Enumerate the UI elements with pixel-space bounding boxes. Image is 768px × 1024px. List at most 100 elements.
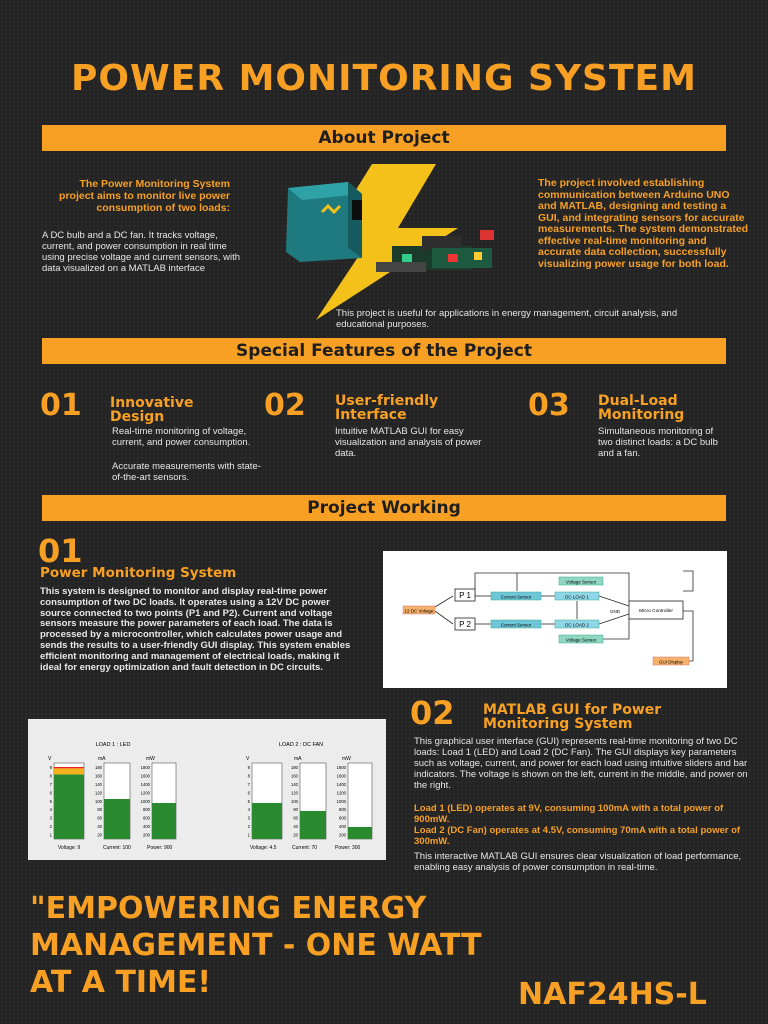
current-sensor-2-label: Current Sensor <box>501 622 532 627</box>
load-1-current-tick: 20 <box>97 833 102 838</box>
section-title-features: Special Features of the Project <box>236 341 532 361</box>
section-bar-working: Project Working <box>42 495 726 521</box>
poster-title: POWER MONITORING SYSTEM <box>71 58 697 99</box>
load-2-current-tick: 180 <box>291 765 299 770</box>
load-2-current-unit: mA <box>294 756 302 762</box>
load-1-voltage-fill-peak <box>54 767 84 769</box>
load-1-current-tick: 80 <box>97 807 102 812</box>
working-2-title: MATLAB GUI for Power Monitoring System <box>483 702 662 732</box>
load-2-current-tick: 120 <box>291 790 299 795</box>
load-1-current-fill <box>104 799 130 839</box>
load-1-power-tick: 1800 <box>141 765 151 770</box>
dc-source-label: 12 DC Voltage <box>404 609 434 614</box>
dc-load-1 <box>554 591 600 601</box>
load-2-power-tick: 400 <box>339 824 347 829</box>
load-1-power-tick: 1000 <box>141 799 151 804</box>
load-1-current-tick: 60 <box>97 816 102 821</box>
load-2-voltage-tick: 8 <box>248 773 251 778</box>
load-1-voltage-unit: V <box>48 756 52 762</box>
load-2-current-tick: 60 <box>293 816 298 821</box>
working-2-number: 02 <box>410 694 455 732</box>
dc-load-2-label: DC LOAD 2 <box>565 622 589 627</box>
dc-load-2 <box>554 619 600 629</box>
load-2-power-fill <box>348 827 372 839</box>
micro-controller-label: Micro Controller <box>639 608 673 614</box>
matlab-gui: LOAD 1 : LED LOAD 2 : DC FAN V987654321m… <box>48 742 373 851</box>
load-1-power-readout: Power: 900 <box>147 845 173 851</box>
block-diagram-panel: P 1 P 2 12 DC Voltage Current Sensor Cur… <box>383 551 727 688</box>
load-1-power-tick: 400 <box>143 824 151 829</box>
load-2-current-tick: 40 <box>293 824 298 829</box>
load-1-power-tick: 1200 <box>141 790 151 795</box>
load-1-power-tick: 1600 <box>141 773 151 778</box>
feature-1-desc: Real-time monitoring of voltage, current… <box>112 426 251 448</box>
feature-1-desc-2: Accurate measurements with state-of-the-… <box>112 461 261 483</box>
working-2-highlight-2: Load 2 (DC Fan) operates at 4.5V, consum… <box>414 825 741 847</box>
load-1-current-tick: 120 <box>95 790 103 795</box>
load-2-current-readout: Current: 70 <box>292 845 317 851</box>
feature-3-desc: Simultaneous monitoring of two distinct … <box>598 426 718 459</box>
load-1-power-tick: 800 <box>143 807 151 812</box>
feature-2-desc: Intuitive MATLAB GUI for easy visualizat… <box>335 426 482 459</box>
load-2-current-tick: 80 <box>293 807 298 812</box>
load-2-power-tick: 800 <box>339 807 347 812</box>
load-2-current-fill <box>300 811 326 839</box>
load-1-power-fill <box>152 803 176 839</box>
load-2-voltage-tick: 4 <box>248 807 251 812</box>
load-2-title: LOAD 2 : DC FAN <box>279 742 323 748</box>
feature-1-number: 01 <box>40 388 82 423</box>
feature-2-title: User-friendly Interface <box>335 393 439 423</box>
load-2-power-readout: Power: 300 <box>335 845 361 851</box>
section-bar-about: About Project <box>42 125 726 151</box>
voltage-sensor-2 <box>558 634 604 644</box>
load-2-voltage-tick: 7 <box>248 782 251 787</box>
current-sensor-1 <box>490 591 542 601</box>
load-2-current-tick: 20 <box>293 833 298 838</box>
p2-node <box>454 617 476 631</box>
feature-2-number: 02 <box>264 388 306 423</box>
voltage-sensor-1-label: Voltage Sensor <box>566 579 597 584</box>
load-2-current-tick: 100 <box>291 799 299 804</box>
micro-controller-box <box>628 600 684 620</box>
load-1-current-readout: Current: 100 <box>103 845 131 851</box>
load-1-power-unit: mW <box>146 756 155 762</box>
enclosure-box <box>286 182 362 262</box>
load-2-voltage-readout: Voltage: 4.5 <box>250 845 277 851</box>
load-2-power-unit: mW <box>342 756 351 762</box>
voltage-sensor-1 <box>558 576 604 586</box>
load-1-current-tick: 40 <box>97 824 102 829</box>
load-2-power-gauge <box>347 762 373 840</box>
load-1-voltage-tick: 4 <box>50 807 53 812</box>
load-1-voltage-tick: 8 <box>50 773 53 778</box>
load-2-current-tick: 160 <box>291 773 299 778</box>
p1-label: P 1 <box>459 591 471 600</box>
section-title-working: Project Working <box>307 498 461 518</box>
working-2-body-2: This interactive MATLAB GUI ensures clea… <box>414 851 742 873</box>
load-2-voltage-fill <box>252 803 282 839</box>
load-2-power-tick: 1800 <box>337 765 347 770</box>
quote-text: "EMPOWERING ENERGY MANAGEMENT - ONE WATT… <box>30 891 482 1000</box>
feature-3-number: 03 <box>528 388 570 423</box>
load-1-voltage-fill <box>54 774 84 839</box>
p1-node <box>454 588 476 602</box>
load-1-voltage-tick: 2 <box>50 824 53 829</box>
section-bar-features: Special Features of the Project <box>42 338 726 364</box>
working-1-body: This system is designed to monitor and d… <box>40 586 351 673</box>
working-2-body: This graphical user interface (GUI) repr… <box>414 736 748 791</box>
working-1-number: 01 <box>38 532 83 570</box>
load-2-power-tick: 1200 <box>337 790 347 795</box>
working-2-highlight-1: Load 1 (LED) operates at 9V, consuming 1… <box>414 803 724 825</box>
load-2-voltage-tick: 9 <box>248 765 251 770</box>
block-diagram: P 1 P 2 12 DC Voltage Current Sensor Cur… <box>402 570 694 666</box>
load-2-power-tick: 1600 <box>337 773 347 778</box>
load-2-current-tick: 140 <box>291 782 299 787</box>
p2-label: P 2 <box>459 620 471 629</box>
load-2-voltage-tick: 5 <box>248 799 251 804</box>
feature-3-title: Dual-Load Monitoring <box>598 393 685 423</box>
load-1-voltage-tick: 1 <box>50 833 53 838</box>
about-left-body: A DC bulb and a DC fan. It tracks voltag… <box>42 230 241 274</box>
load-2-power-tick: 1000 <box>337 799 347 804</box>
load-2-power-tick: 600 <box>339 816 347 821</box>
